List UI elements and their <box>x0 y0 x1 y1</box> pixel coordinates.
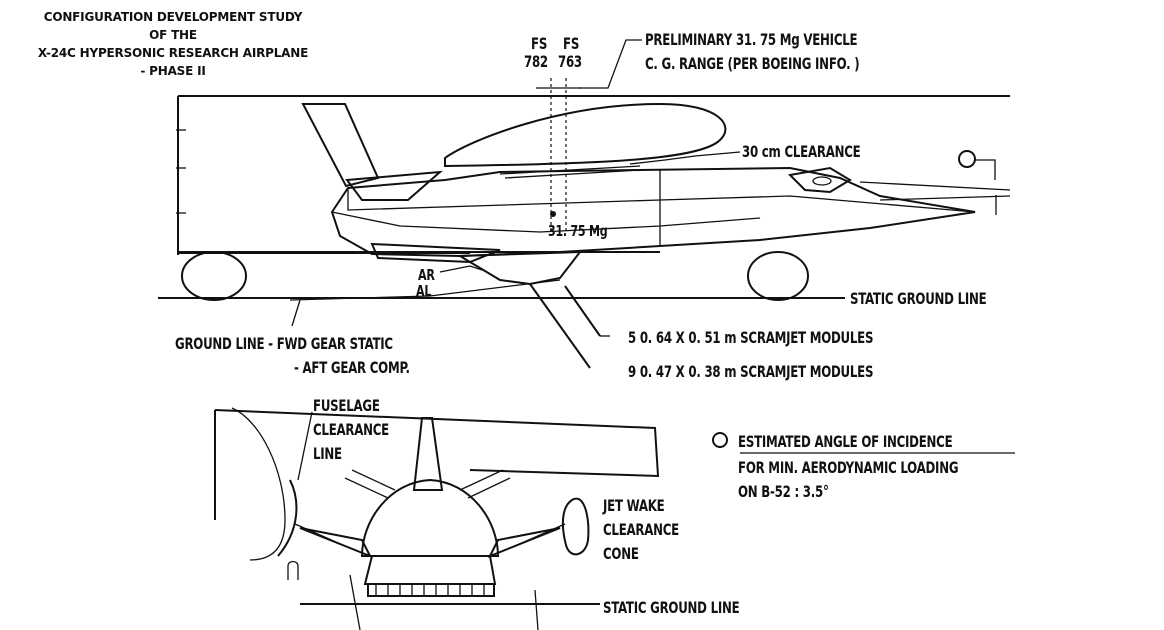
fuselage-clearance-leader <box>297 411 313 481</box>
front-landing-gear <box>287 560 299 580</box>
front-static-ground-line-label: STATIC GROUND LINE <box>603 598 740 617</box>
ground-line-leader <box>291 299 301 327</box>
scramjet-module-hatch <box>375 584 485 596</box>
fuselage-clearance-arc <box>277 479 298 557</box>
mass-label: 31. 75 Mg <box>548 222 608 240</box>
fuselage-clearance-label-2: CLEARANCE <box>313 420 390 439</box>
scramjet-leader-2 <box>529 283 591 369</box>
b52-wing-front <box>214 409 660 520</box>
incidence-dimension <box>975 159 997 215</box>
side-view-drawing <box>158 39 1011 369</box>
pylon-attach-marks <box>176 129 186 214</box>
b52-main-wheel-right <box>747 251 809 301</box>
vertical-tail <box>301 103 380 188</box>
note-line-1: ESTIMATED ANGLE OF INCIDENCE <box>738 432 953 451</box>
clearance-leader <box>629 151 741 165</box>
small-fin <box>345 170 443 201</box>
scramjet-module <box>456 250 583 286</box>
cg-note-line-1: PRELIMINARY 31. 75 Mg VEHICLE <box>645 30 858 49</box>
cg-point <box>550 211 556 217</box>
incidence-symbol-side <box>958 150 976 168</box>
b52-fuselage-front <box>231 407 286 561</box>
canopy-window <box>812 176 832 186</box>
clearance-strip <box>499 165 641 179</box>
fs-label-2: FS <box>563 34 580 53</box>
fs-label-1: FS <box>531 34 548 53</box>
scramjet-label-2: 9 0. 47 X 0. 38 m SCRAMJET MODULES <box>628 362 874 381</box>
incidence-reference-lines <box>859 181 1011 201</box>
cockpit-canopy <box>787 166 852 194</box>
b52-main-wheel-left <box>181 251 247 301</box>
front-ground-ref-right <box>534 589 539 630</box>
fs-value-2: 763 <box>558 52 582 71</box>
gear-ground-line <box>289 295 431 301</box>
fuselage-chine <box>331 211 761 233</box>
note-line-3: ON B-52 : 3.5° <box>738 482 829 501</box>
cg-note-line-2: C. G. RANGE (PER BOEING INFO. ) <box>645 54 860 73</box>
header-line-1: CONFIGURATION DEVELOPMENT STUDY <box>43 10 303 24</box>
front-struts <box>344 469 511 499</box>
al-label: AL <box>416 282 432 300</box>
front-wing-lines <box>294 523 566 547</box>
cg-note-leader <box>578 39 642 89</box>
note-line-2: FOR MIN. AERODYNAMIC LOADING <box>738 458 959 477</box>
header-line-3: X-24C HYPERSONIC RESEARCH AIRPLANE <box>37 46 309 60</box>
front-body-dome <box>360 478 500 557</box>
fuselage-body <box>330 166 976 258</box>
upper-pod <box>444 102 727 168</box>
jet-wake-label-2: CLEARANCE <box>603 520 680 539</box>
front-vertical-fin <box>412 417 444 491</box>
scramjet-label-1: 5 0. 64 X 0. 51 m SCRAMJET MODULES <box>628 328 874 347</box>
incidence-symbol-note <box>712 432 728 448</box>
header-line-4: - PHASE II <box>140 64 206 78</box>
front-view-drawing <box>214 407 660 630</box>
front-scramjet-modules <box>367 583 495 597</box>
ar-label: AR <box>418 266 435 284</box>
fs-value-1: 782 <box>524 52 548 71</box>
jet-wake-clearance-cone <box>561 497 590 556</box>
front-ground-ref-left <box>349 574 361 630</box>
front-scramjet-belly <box>363 555 497 585</box>
ground-line-label-2: - AFT GEAR COMP. <box>294 358 410 377</box>
header-line-2: OF THE <box>149 28 197 42</box>
static-ground-line-label: STATIC GROUND LINE <box>850 289 987 308</box>
fuselage-clearance-label-3: LINE <box>313 444 342 463</box>
clearance-label: 30 cm CLEARANCE <box>742 142 861 161</box>
ground-line-label-1: GROUND LINE - FWD GEAR STATIC <box>175 334 393 353</box>
rotation-lines <box>429 265 561 297</box>
jet-wake-label-3: CONE <box>603 544 639 563</box>
scramjet-leader-1 <box>564 285 601 337</box>
fuselage-clearance-label-1: FUSELAGE <box>313 396 380 415</box>
jet-wake-label-1: JET WAKE <box>603 496 665 515</box>
